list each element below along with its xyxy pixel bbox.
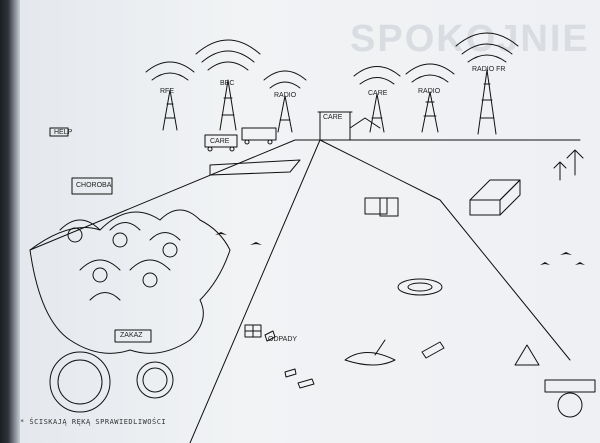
road-left-edge — [189, 139, 321, 443]
radio-tower-3 — [263, 70, 307, 133]
radio-tower-5 — [405, 63, 455, 133]
odpady-sign-label: ODPADY — [268, 336, 298, 343]
bottle-drawing — [421, 341, 445, 359]
barrier-arm — [349, 117, 381, 129]
small-object-1 — [264, 330, 276, 342]
tower-label-4: CARE — [368, 90, 388, 97]
care-booth-label: CARE — [323, 114, 343, 121]
small-object-2 — [284, 368, 297, 378]
motorcycle-wheel — [136, 361, 174, 399]
help-sign — [49, 127, 69, 137]
face-1 — [67, 227, 83, 243]
tree-2 — [553, 161, 567, 181]
face-5 — [142, 272, 158, 288]
cartoon-drawing — [29, 32, 596, 443]
tree-1 — [566, 149, 584, 176]
center-debris-2 — [379, 197, 399, 217]
bird-drawing — [344, 339, 396, 366]
illustration-page: SPOKOJNIE — [20, 0, 600, 443]
radio-tower-6 — [455, 32, 519, 135]
tower-label-3: RADIO — [274, 92, 297, 99]
radio-tower-4 — [353, 66, 401, 133]
page-caption: * ŚCISKAJĄ RĘKĄ SPRAWIEDLIWOŚCI — [20, 418, 167, 426]
airplane-shape — [209, 159, 301, 176]
care-truck-2 — [241, 127, 277, 141]
horizon-line — [29, 139, 581, 251]
small-object-3 — [297, 378, 315, 389]
house — [469, 179, 521, 216]
radio-tower-1 — [145, 61, 195, 131]
zakaz-sign-label: ZAKAZ — [120, 332, 143, 339]
face-4 — [92, 267, 108, 283]
cart — [544, 379, 596, 393]
warning-triangle — [514, 344, 540, 366]
birds-flock — [215, 232, 585, 265]
road-right-edge — [319, 139, 571, 361]
radio-tower-2 — [195, 39, 261, 131]
tower-label-1: RFE — [160, 88, 174, 95]
manhole-cover — [397, 278, 443, 296]
choroba-sign-label: CHOROBA — [76, 182, 112, 189]
care-truck-label: CARE — [210, 138, 230, 145]
crowd-pile — [29, 209, 231, 354]
choroba-sign — [71, 177, 113, 195]
face-3 — [162, 242, 178, 258]
center-debris-1 — [364, 197, 388, 215]
face-2 — [112, 232, 128, 248]
zakaz-sign — [114, 329, 152, 343]
tower-label-2: BBC — [220, 80, 235, 87]
border-gate — [317, 111, 353, 141]
large-wheel — [49, 351, 111, 413]
tower-label-5: RADIO — [418, 88, 441, 95]
bleed-through-text: SPOKOJNIE — [350, 18, 590, 60]
help-sign-label: HELP — [54, 129, 73, 136]
care-truck-1 — [204, 134, 238, 148]
book-gutter — [0, 0, 20, 443]
tower-label-6: RADIO FR — [472, 66, 506, 73]
